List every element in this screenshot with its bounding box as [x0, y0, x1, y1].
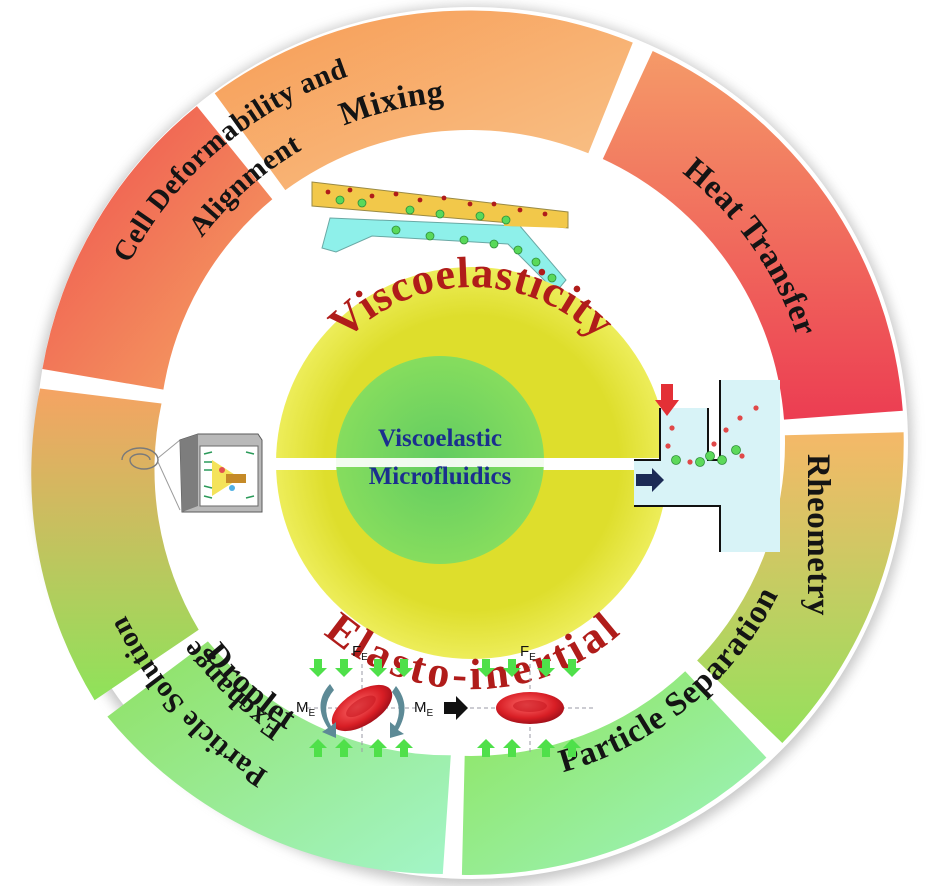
- transition-arrow: [444, 696, 468, 720]
- red-blood-cell-tilted: [331, 684, 393, 732]
- segment-cell-deformability: [42, 106, 273, 390]
- segment-particle-solution-exchange: [31, 388, 199, 701]
- force-label-left: FE: [352, 643, 368, 663]
- label-rheometry: Rheometry: [800, 454, 836, 616]
- spiral-channel-illustration: [121, 433, 263, 513]
- center-title-line2: Microfluidics: [369, 463, 512, 490]
- red-blood-cell-aligned: [496, 692, 564, 724]
- t-channel-illustration: [634, 380, 780, 552]
- moment-label-right: ME: [414, 699, 434, 719]
- segment-particle-separation: [107, 641, 451, 875]
- outer-ring: [31, 10, 904, 875]
- core-inner-divider: [336, 458, 546, 467]
- mixing-channel-illustration: [311, 181, 569, 293]
- center-title-line1: Viscoelastic: [378, 425, 502, 452]
- segment-mixing: [214, 10, 633, 191]
- force-label-right: FE: [520, 643, 536, 663]
- segment-droplet: [461, 671, 767, 875]
- moment-arrows: [320, 684, 405, 738]
- moment-label-left: ME: [296, 699, 316, 719]
- segment-rheometry: [697, 432, 904, 743]
- segment-heat-transfer: [602, 51, 903, 420]
